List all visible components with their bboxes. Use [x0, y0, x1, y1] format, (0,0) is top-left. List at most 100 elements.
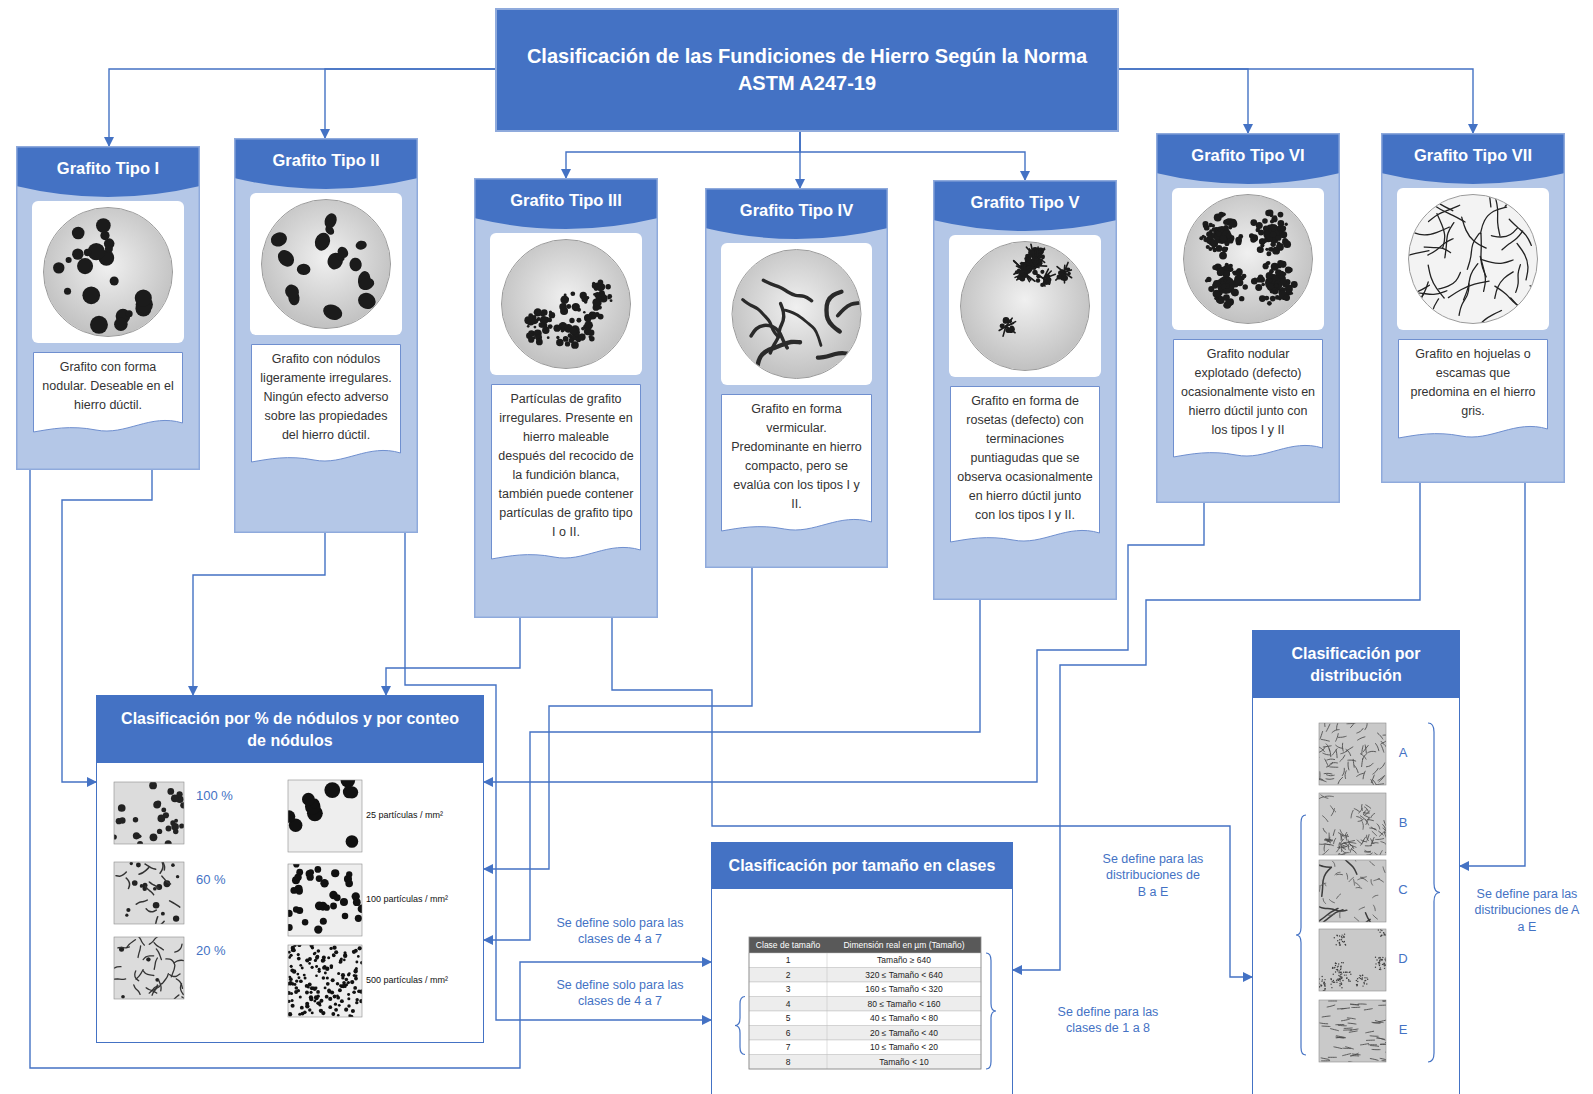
graphite-particle [1217, 265, 1221, 269]
graphite-particle [1271, 216, 1277, 222]
graphite-particle [1017, 269, 1021, 273]
graphite-flake [1337, 847, 1340, 852]
graphite-particle [1275, 289, 1278, 292]
panel-body [933, 180, 1117, 600]
graphite-particle [307, 874, 314, 881]
graphite-particle [1214, 263, 1222, 271]
graphite-flake [1366, 913, 1386, 922]
graphite-particle [1278, 212, 1284, 218]
graphite-particle [1380, 967, 1381, 968]
connector-arrow [1119, 69, 1473, 133]
graphite-particle [1381, 935, 1382, 936]
graphite-particle [1225, 219, 1230, 224]
graphite-particle [1223, 304, 1226, 307]
graphite-particle [549, 312, 555, 318]
graphite-flake [1324, 844, 1330, 846]
graphite-particle [311, 946, 314, 949]
graphite-particle [576, 318, 581, 323]
graphite-particle [1339, 976, 1340, 977]
graphite-particle [354, 977, 358, 981]
graphite-particle [1272, 247, 1280, 255]
graphite-particle [329, 891, 337, 899]
graphite-flake [1366, 1031, 1374, 1033]
graphite-spike [1027, 266, 1034, 268]
graphite-particle [1335, 962, 1336, 963]
graphite-particle [1283, 288, 1286, 291]
graphite-particle [354, 970, 358, 974]
graphite-spike [1031, 244, 1033, 255]
micrograph-ground [114, 937, 184, 999]
micrograph-frame [114, 937, 184, 999]
graphite-flake [1352, 1053, 1360, 1055]
graphite-particle [1256, 287, 1259, 290]
graphite-particle [347, 997, 350, 1000]
graphite-particle [1223, 294, 1230, 301]
graphite-spike [1064, 272, 1072, 277]
graphite-particle [1281, 231, 1285, 235]
graphite-particle [1212, 246, 1216, 250]
graphite-particle [1250, 237, 1256, 243]
graphite-particle [114, 835, 117, 840]
graphite-particle [1236, 268, 1241, 273]
graphite-particle [135, 289, 152, 306]
graphite-flake [1379, 832, 1383, 836]
graphite-spike [1034, 265, 1047, 267]
graphite-particle [1321, 985, 1322, 986]
graphite-flake [1322, 1026, 1330, 1027]
graphite-flake [1340, 755, 1345, 761]
graphite-particle [524, 316, 532, 324]
graphite-particle [351, 1009, 355, 1013]
graphite-particle [1280, 278, 1286, 284]
graphite-flake [139, 868, 149, 875]
graphite-flake [176, 979, 182, 988]
graphite-particle [1332, 967, 1333, 968]
graphite-particle [1021, 264, 1028, 271]
graphite-spike [1044, 271, 1052, 279]
graphite-particle [1206, 236, 1214, 244]
graphite-particle [1060, 269, 1063, 272]
graphite-spike [1025, 259, 1034, 265]
graphite-particle [1212, 265, 1217, 270]
graphite-particle [1340, 967, 1341, 968]
micrograph-ground [114, 782, 184, 844]
graphite-particle [1324, 988, 1325, 989]
description-text: Grafito en forma vermicular. Predominant… [721, 394, 872, 534]
graphite-flake [1337, 874, 1343, 875]
table-cell: 10 ≤ Tamaño < 20 [827, 1040, 981, 1055]
graphite-particle [1362, 974, 1363, 975]
graphite-flake [1385, 1042, 1386, 1043]
graphite-flake [1495, 196, 1500, 236]
graphite-flake [1342, 768, 1344, 775]
graphite-flake [1330, 766, 1338, 767]
graphite-particle [1348, 979, 1349, 980]
graphite-particle [1343, 936, 1344, 937]
graphite-particle [1270, 231, 1276, 237]
graphite-particle [349, 1015, 353, 1017]
graphite-particle [1265, 261, 1269, 265]
graphite-particle [535, 334, 542, 341]
graphite-particle [1267, 278, 1272, 283]
graphite-particle [1270, 224, 1277, 231]
graphite-particle [334, 1003, 337, 1006]
graphite-particle [296, 869, 303, 876]
graphite-particle [1228, 238, 1234, 244]
graphite-flake [1361, 840, 1364, 845]
micrograph-ground [733, 250, 861, 378]
graphite-flake [155, 921, 164, 924]
graphite-particle [1062, 275, 1068, 281]
graphite-flake [1367, 853, 1372, 855]
graphite-particle [1339, 939, 1340, 940]
graphite-type-panel: Grafito Tipo IVGrafito en forma vermicul… [705, 188, 888, 568]
graphite-flake [138, 946, 141, 958]
graphite-particle [360, 961, 362, 965]
graphite-particle [137, 841, 143, 844]
graphite-spike [1006, 318, 1012, 326]
graphite-particle [296, 887, 303, 894]
micrograph-rim [1184, 195, 1313, 324]
graphite-particle [1255, 284, 1262, 291]
graphite-particle [1024, 273, 1028, 277]
graphite-flake [1331, 809, 1334, 816]
panel-body [1156, 133, 1340, 503]
graphite-particle [312, 987, 316, 991]
graphite-particle [533, 336, 536, 339]
